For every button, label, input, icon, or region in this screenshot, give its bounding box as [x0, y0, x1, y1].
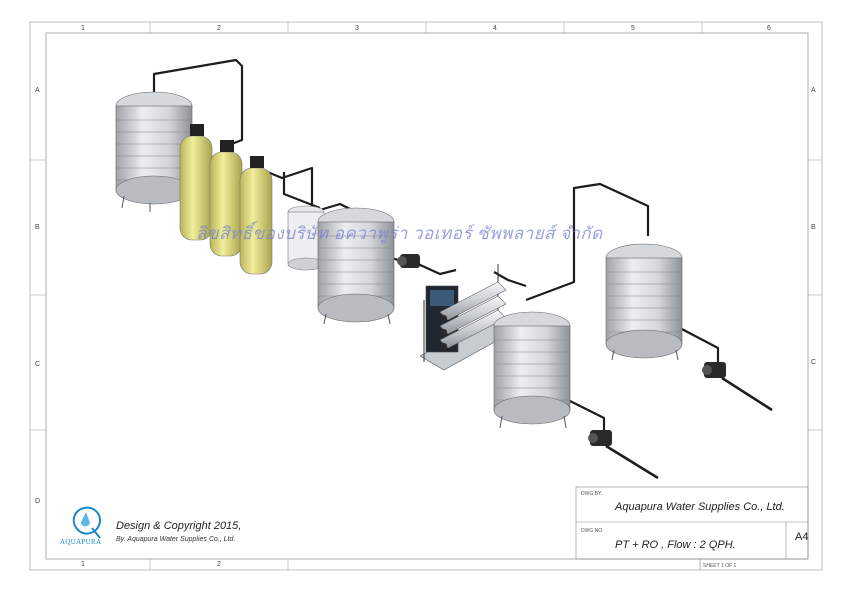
row-label-a-left: A [35, 87, 40, 94]
column-label-1: 1 [81, 25, 85, 32]
storage-tank [317, 207, 395, 325]
title-block [575, 486, 809, 570]
bottom-column-label-1: 1 [81, 561, 85, 568]
ro-unit [419, 264, 521, 371]
aquapura-logo [72, 506, 102, 539]
raw-water-tank [115, 91, 193, 212]
row-label-d-left: D [35, 498, 41, 505]
drawing-title: PT + RO , Flow : 2 QPH. [615, 539, 736, 551]
logo-wordmark: AQUAPURA [60, 538, 102, 546]
row-label-b-left: B [35, 224, 40, 231]
column-label-6: 6 [767, 25, 771, 32]
sheet-number: SHEET 1 OF 1 [703, 563, 737, 569]
column-label-2: 2 [217, 25, 221, 32]
copyright-line-2: By. Aquapura Water Supplies Co., Ltd. [116, 536, 236, 543]
row-label-c-right: C [811, 359, 817, 366]
column-label-4: 4 [493, 25, 497, 32]
row-label-c-left: C [35, 361, 41, 368]
product-tank-2 [605, 243, 683, 361]
company-name: Aquapura Water Supplies Co., Ltd. [615, 501, 785, 513]
sheet-size: A4 [795, 531, 809, 543]
row-label-b-right: B [811, 224, 816, 231]
drawn-by-label: DWG BY. [581, 491, 603, 497]
column-label-5: 5 [631, 25, 635, 32]
outlet-pump-2 [702, 362, 726, 378]
row-label-a-right: A [811, 87, 816, 94]
zone-ticks [30, 22, 822, 570]
filter-vessels [179, 124, 273, 275]
copyright-line-1: Design & Copyright 2015, [116, 520, 242, 532]
outlet-pipes [605, 376, 773, 480]
piping [152, 58, 720, 432]
feed-pump [397, 254, 420, 268]
product-tank-1 [493, 311, 571, 429]
outlet-pump-1 [588, 430, 612, 446]
copyright-watermark: ลิขสิทธิ์ของบริษัท อควาพูร่า วอเทอร์ ซัพ… [196, 224, 603, 243]
inner-border [45, 32, 809, 560]
column-label-3: 3 [355, 25, 359, 32]
dwg-no-label: DWG NO. [581, 528, 604, 534]
bottom-column-label-2: 2 [217, 561, 221, 568]
